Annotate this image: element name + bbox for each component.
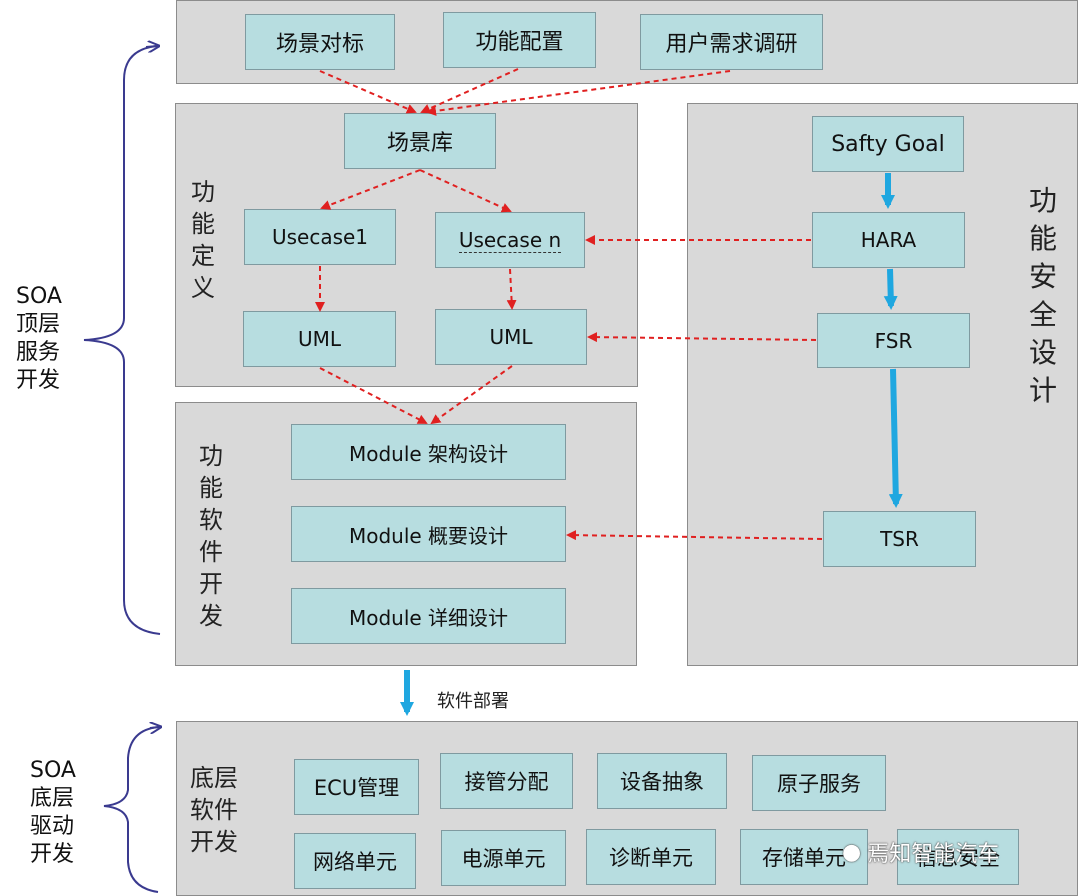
arrow-fsr-to-tsr (888, 368, 903, 508)
soa-top-line3: 服务 (16, 340, 61, 365)
arrow-library-to-usecase1 (320, 169, 421, 210)
wechat-icon: ● (842, 839, 862, 865)
usecase-n-box: Usecase n (435, 212, 585, 268)
usecase1-box: Usecase1 (244, 209, 396, 265)
safety-goal-box: Safty Goal (812, 116, 964, 172)
info-security-box: 信息安全 (897, 829, 1019, 885)
arrow-uml1-to-module (319, 367, 428, 424)
hara-box: HARA (812, 212, 965, 268)
soa-top-bracket-arrow (145, 46, 158, 47)
arrow-research-to-library (426, 70, 731, 116)
takeover-alloc-box: 接管分配 (440, 753, 573, 809)
arrow-library-to-usecasen (419, 169, 512, 213)
bottom-title-line1: 底层 (190, 764, 238, 792)
bottom-title-line3: 开发 (190, 828, 238, 856)
deploy-label: 软件部署 (437, 691, 509, 712)
watermark-text: 焉知智能汽车 (867, 842, 1000, 867)
functional-safety-title: 功能安全设计 (1028, 184, 1057, 407)
soa-top-line1: SOA (16, 284, 62, 309)
tsr-box: TSR (823, 511, 976, 567)
software-dev-title: 功能软件开发 (199, 442, 223, 630)
soa-bottom-line3: 驱动 (30, 814, 75, 839)
soa-bottom-label: SOA 底层 驱动 开发 (30, 757, 76, 869)
ecu-mgmt-box: ECU管理 (294, 759, 419, 815)
device-abstraction-box: 设备抽象 (597, 753, 727, 809)
power-unit-box: 电源单元 (441, 830, 566, 886)
arrow-fsr-to-uml2 (587, 332, 817, 343)
diagnosis-unit-box: 诊断单元 (586, 829, 716, 885)
arrow-uml2-to-module (430, 365, 513, 425)
arrow-hara-to-fsr (883, 268, 898, 310)
function-config-box: 功能配置 (443, 12, 596, 68)
scene-library-box: 场景库 (344, 113, 496, 169)
uml2-box: UML (435, 309, 587, 365)
soa-bottom-bracket-arrow (150, 727, 160, 728)
arrow-tsr-to-module-overview (566, 530, 823, 541)
bottom-layer-title: 底层 软件 开发 (190, 762, 238, 858)
atomic-service-box: 原子服务 (752, 755, 886, 811)
module-detail-box: Module 详细设计 (291, 588, 566, 644)
storage-unit-box: 存储单元 (740, 829, 868, 885)
soa-bottom-line1: SOA (30, 758, 76, 783)
fsr-box: FSR (817, 313, 970, 368)
arrow-usecasen-to-uml2 (506, 268, 517, 310)
soa-top-line4: 开发 (16, 368, 61, 393)
user-research-box: 用户需求调研 (640, 14, 823, 70)
arrow-benchmark-to-library (319, 70, 417, 114)
soa-bottom-line4: 开发 (30, 842, 75, 867)
module-arch-box: Module 架构设计 (291, 424, 566, 480)
scene-benchmark-box: 场景对标 (245, 14, 395, 70)
module-overview-box: Module 概要设计 (291, 506, 566, 562)
soa-bottom-bracket (103, 726, 159, 893)
usecase-n-label: Usecase n (458, 227, 562, 253)
watermark: ● 焉知智能汽车 (842, 836, 999, 868)
network-unit-box: 网络单元 (294, 833, 416, 889)
soa-top-label: SOA 顶层 服务 开发 (16, 283, 62, 395)
uml1-box: UML (243, 311, 396, 367)
soa-bottom-line2: 底层 (30, 786, 75, 811)
soa-top-line2: 顶层 (16, 312, 61, 337)
bottom-title-line2: 软件 (190, 796, 238, 824)
soa-top-bracket (83, 45, 161, 635)
functional-definition-title: 功能定义 (191, 178, 215, 302)
